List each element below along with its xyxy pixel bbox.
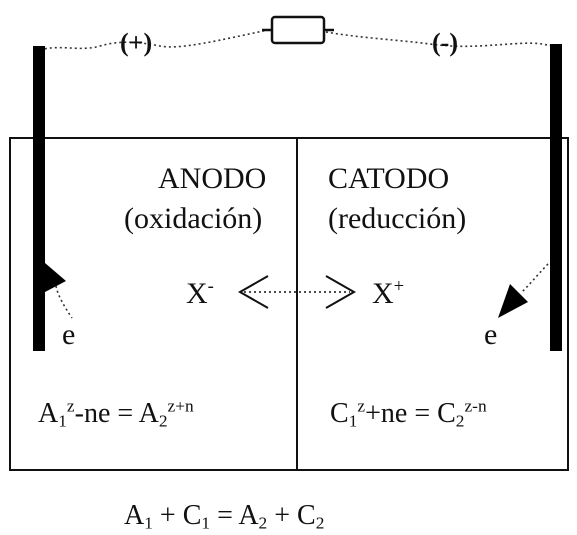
resistor-icon <box>262 15 334 45</box>
anode-subtitle: (oxidación) <box>124 202 263 235</box>
cation-label: X+ <box>372 275 405 310</box>
positive-terminal-label: (+) <box>120 28 153 57</box>
external-wire-left <box>39 29 269 51</box>
cathode-half-reaction: C1z+ne = C2z-n <box>330 396 487 431</box>
ion-migration-arrow <box>237 275 357 309</box>
cell-container <box>9 137 569 471</box>
anode-half-reaction: A1z-ne = A2z+n <box>38 396 194 431</box>
cathode-electron-label: e <box>484 318 498 351</box>
cathode-title: CATODO <box>328 162 450 195</box>
anion-label: X- <box>186 275 214 310</box>
anode-electron-arrow <box>45 263 73 319</box>
external-wire-right <box>325 31 554 48</box>
cathode-electron-arrow <box>498 263 549 318</box>
anode-electron-label: e <box>62 318 76 351</box>
negative-terminal-label: (-) <box>432 28 458 57</box>
overall-reaction: A1 + C1 = A2 + C2 <box>124 500 325 533</box>
cathode-subtitle: (reducción) <box>328 202 467 235</box>
anode-title: ANODO <box>158 162 267 195</box>
anode-electrode <box>33 46 45 351</box>
cathode-electrode <box>550 44 562 351</box>
